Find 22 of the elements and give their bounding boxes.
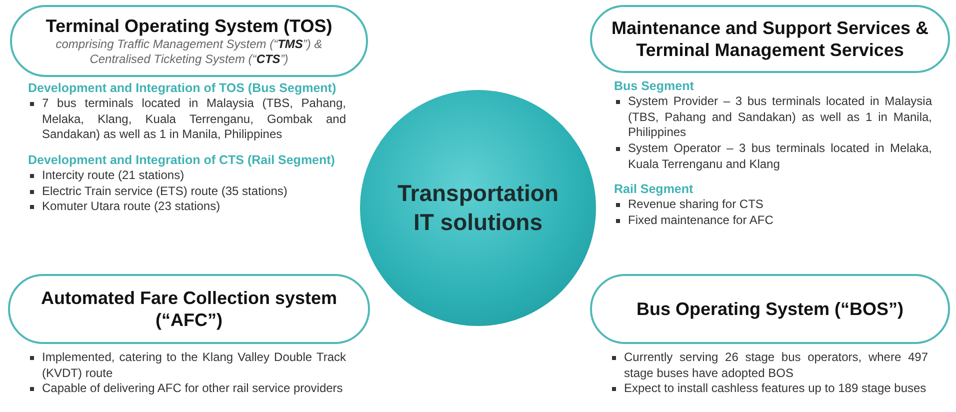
bullet-text: Revenue sharing for CTS xyxy=(614,197,932,214)
bullet-text: Intercity route (21 stations) xyxy=(28,168,346,184)
box-subtitle: comprising Traffic Management System (“TMS”) & Centralised Ticketing System (“CTS”) xyxy=(54,37,324,68)
box-heading: Bus Operating System (“BOS”) xyxy=(636,298,904,320)
bullet-text: System Operator – 3 bus terminals located in Melaka, Kuala Terrenganu and Klang xyxy=(614,141,932,172)
bullet-text: Expect to install cashless features up to 189 stage buses xyxy=(610,381,928,397)
center-label: Transportation IT solutions xyxy=(396,179,560,237)
bullet-text: System Provider – 3 bus terminals located in Malaysia (TBS, Pahang and Sandakan) as well as 1 in Manila, Philippines xyxy=(614,94,932,142)
bullet-text: Currently serving 26 stage bus operators, where 497 stage buses have adopted BOS xyxy=(610,350,928,382)
section-heading: Bus Segment xyxy=(614,78,695,94)
section-heading: Development and Integration of TOS (Bus Segment) xyxy=(28,80,338,96)
bullet-text: Komuter Utara route (23 stations) xyxy=(28,199,346,216)
box-heading: Terminal Operating System (TOS) xyxy=(46,14,332,38)
bullet-text: 7 bus terminals located in Malaysia (TBS, Pahang, Melaka, Klang, Kuala Terrenganu, Gombak and Sandakan) as well as 1 in Manila, Philippines xyxy=(28,96,346,144)
section-heading: Development and Integration of CTS (Rail Segment) xyxy=(28,152,336,168)
box-heading: Maintenance and Support Services & Terminal Management Services xyxy=(610,16,930,62)
bullet-text: Capable of delivering AFC for other rail service providers xyxy=(28,381,346,397)
box-heading: Automated Fare Collection system (“AFC”) xyxy=(40,286,338,332)
bullet-text: Implemented, catering to the Klang Valley Double Track (KVDT) route xyxy=(28,350,346,382)
bullet-text: Electric Train service (ETS) route (35 stations) xyxy=(28,184,346,200)
section-heading: Rail Segment xyxy=(614,181,694,198)
bullet-text: Fixed maintenance for AFC xyxy=(614,213,932,229)
